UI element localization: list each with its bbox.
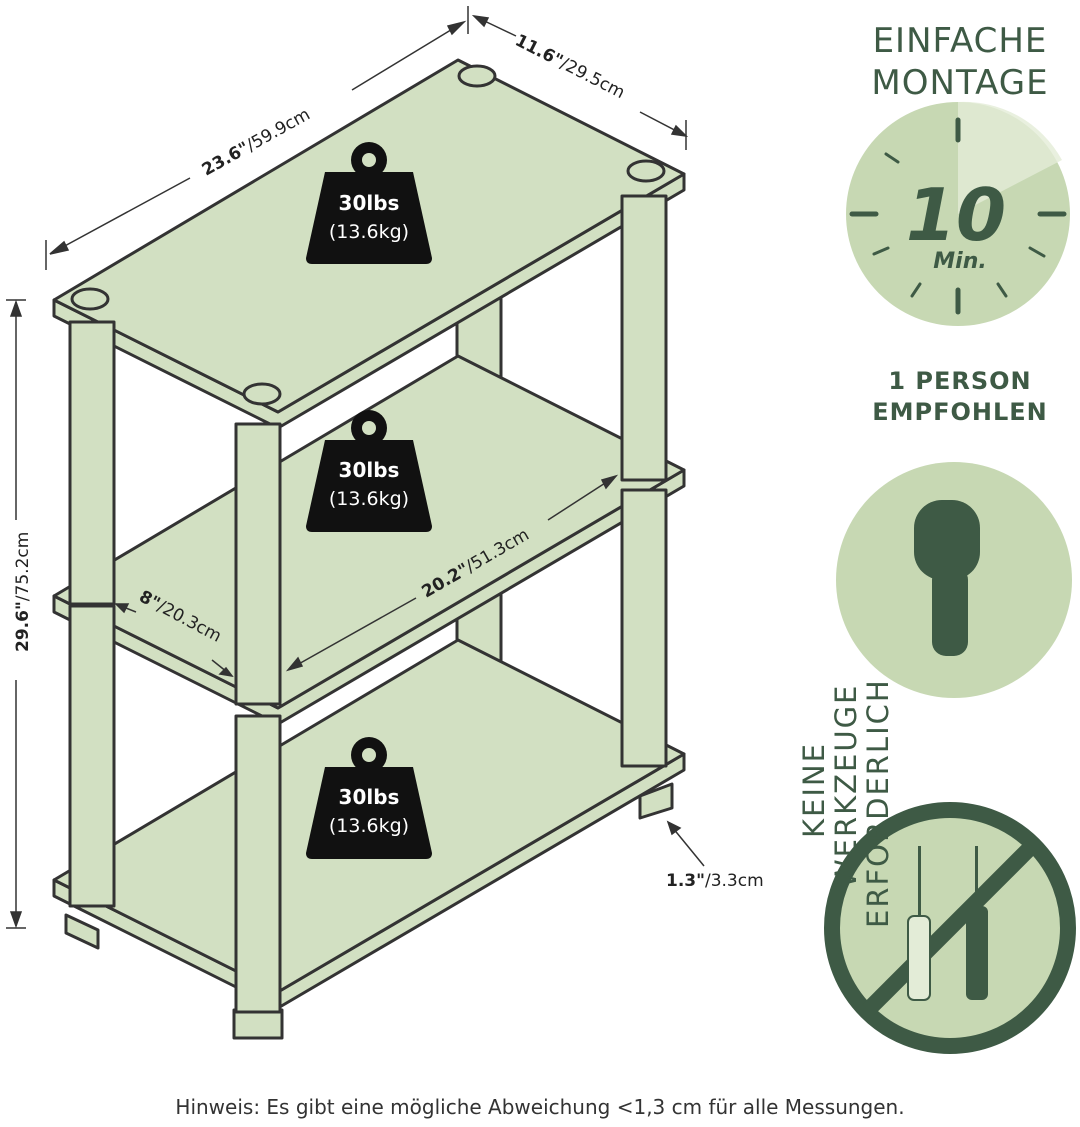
weight-middle-lbs: 30lbs bbox=[339, 458, 400, 482]
post-front-left-upper bbox=[68, 320, 116, 606]
post-cap bbox=[70, 287, 110, 311]
person-title-line2: EMPFOHLEN bbox=[872, 398, 1048, 426]
post-cap bbox=[457, 64, 497, 88]
tools-line1: KEINE bbox=[797, 742, 831, 838]
weight-top-kg: (13.6kg) bbox=[329, 221, 409, 243]
shelf-unit bbox=[52, 58, 686, 1040]
clock-unit: Min. bbox=[933, 249, 986, 274]
weight-bottom-kg: (13.6kg) bbox=[329, 815, 409, 837]
person-title: 1 PERSON EMPFOHLEN bbox=[850, 366, 1070, 428]
tools-line3: ERFORDERLICH bbox=[861, 678, 895, 928]
post-back-right-upper bbox=[620, 194, 668, 482]
foot-front-center bbox=[232, 1008, 284, 1040]
post-cap bbox=[626, 159, 666, 183]
weight-top-lbs: 30lbs bbox=[339, 191, 400, 215]
clock-icon: 10 Min. bbox=[846, 101, 1070, 326]
no-tools-icon bbox=[824, 802, 1076, 1054]
weight-bottom-lbs: 30lbs bbox=[339, 785, 400, 809]
post-back-right-lower bbox=[620, 488, 668, 768]
assembly-title-line2: MONTAGE bbox=[871, 63, 1049, 103]
weight-icon-top: 30lbs (13.6kg) bbox=[306, 142, 432, 264]
tools-line2: WERKZEUGE bbox=[829, 684, 863, 888]
assembly-title-line1: EINFACHE bbox=[872, 21, 1048, 61]
assembly-title: EINFACHE MONTAGE bbox=[850, 20, 1070, 104]
dimension-lines bbox=[6, 6, 705, 929]
weight-icon-bottom: 30lbs (13.6kg) bbox=[306, 737, 432, 859]
person-title-line1: 1 PERSON bbox=[888, 367, 1032, 395]
weight-middle-kg: (13.6kg) bbox=[329, 488, 409, 510]
dim-foot: 1.3"/3.3cm bbox=[666, 871, 764, 891]
foot-front-left bbox=[64, 913, 100, 950]
dim-depth: 11.6"/29.5cm bbox=[512, 31, 628, 103]
post-front-center-lower bbox=[234, 714, 282, 1014]
foot-back-right bbox=[638, 782, 674, 820]
post-front-center-upper bbox=[234, 422, 282, 706]
clock-minutes: 10 bbox=[906, 173, 1006, 257]
dim-height: 29.6"/75.2cm bbox=[13, 532, 33, 652]
post-cap bbox=[242, 382, 282, 406]
weight-icon-middle: 30lbs (13.6kg) bbox=[306, 410, 432, 532]
measurement-note: Hinweis: Es gibt eine mögliche Abweichun… bbox=[175, 1095, 905, 1119]
post-front-left-lower bbox=[68, 604, 116, 908]
person-icon bbox=[836, 462, 1072, 698]
